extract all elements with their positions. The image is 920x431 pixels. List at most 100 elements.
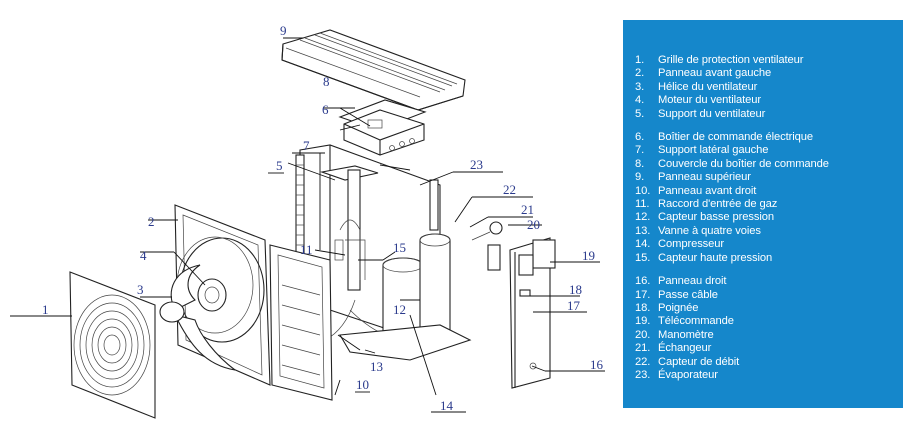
callout-7: 7	[303, 138, 310, 153]
legend-label: Passe câble	[658, 288, 718, 301]
callout-11: 11	[300, 242, 313, 257]
callout-12: 12	[393, 302, 406, 317]
legend-item: 6. Boîtier de commande électrique	[635, 131, 903, 144]
part-fan-grille	[69, 271, 156, 419]
legend-item: 2. Panneau avant gauche	[635, 67, 903, 80]
legend-item: 5. Support du ventilateur	[635, 108, 903, 121]
callout-16: 16	[590, 357, 604, 372]
legend-label: Boîtier de commande électrique	[658, 131, 813, 144]
legend-label: Manomètre	[658, 328, 714, 341]
legend-item: 16. Panneau droit	[635, 275, 903, 288]
legend-num: 3.	[635, 80, 645, 93]
legend-label: Couvercle du boîtier de commande	[658, 157, 829, 170]
legend-item: 8. Couvercle du boîtier de commande	[635, 158, 903, 171]
legend-num: 4.	[635, 94, 645, 107]
leader-lines	[10, 37, 605, 413]
callout-3: 3	[137, 282, 144, 297]
legend-label: Compresseur	[658, 238, 725, 251]
callout-5: 5	[276, 158, 283, 173]
callout-13: 13	[370, 359, 383, 374]
legend-item: 17. Passe câble	[635, 289, 903, 302]
legend-num: 16.	[635, 275, 651, 288]
legend-item: 10.Panneau avant droit	[635, 185, 903, 198]
legend-item: 19. Télécommande	[635, 315, 903, 328]
legend-item: 22. Capteur de débit	[635, 356, 903, 369]
legend-num: 5.	[635, 107, 645, 120]
legend-label: Support latéral gauche	[658, 144, 769, 157]
legend-num: 21.	[635, 342, 651, 355]
legend-num: 15.	[635, 251, 651, 264]
legend-item: 4. Moteur du ventilateur	[635, 94, 903, 107]
legend-num: 22.	[635, 355, 651, 368]
legend-group-side: 16. Panneau droit 17. Passe câble 18.Poign…	[635, 275, 903, 382]
legend-label: Télécommande	[658, 315, 734, 328]
legend-group-fan: 1. Grille de protection ventilateur 2. Pan…	[635, 54, 903, 121]
legend-num: 19.	[635, 315, 651, 328]
legend-num: 12.	[635, 211, 651, 224]
callout-21: 21	[521, 202, 534, 217]
part-fan	[159, 264, 236, 371]
legend-num: 10.	[635, 184, 651, 197]
legend-item: 20. Manomètre	[635, 329, 903, 342]
legend-label: Hélice du ventilateur	[658, 80, 758, 93]
callout-10: 10	[356, 377, 369, 392]
legend-label: Vanne à quatre voies	[658, 224, 761, 237]
legend-item: 1. Grille de protection ventilateur	[635, 54, 903, 67]
legend-group-body: 6. Boîtier de commande électrique 7. Suppo…	[635, 131, 903, 265]
legend-num: 6.	[635, 131, 645, 144]
callout-15: 15	[393, 240, 406, 255]
callout-22: 22	[503, 182, 516, 197]
callout-17: 17	[567, 298, 581, 313]
legend-item: 15. Capteur haute pression	[635, 252, 903, 265]
legend-label: Capteur haute pression	[658, 251, 773, 264]
callout-8: 8	[323, 74, 330, 89]
legend-label: Évaporateur	[658, 368, 718, 381]
parts-legend-panel: 1. Grille de protection ventilateur 2. Pan…	[623, 20, 903, 408]
legend-item: 18.Poignée	[635, 302, 903, 315]
legend-item: 3. Hélice du ventilateur	[635, 81, 903, 94]
callout-1: 1	[42, 302, 49, 317]
legend-num: 18.	[635, 301, 651, 314]
part-right-side-panel	[509, 237, 556, 389]
legend-num: 20.	[635, 328, 651, 341]
part-control-box	[343, 109, 425, 156]
legend-item: 9. Panneau supérieur	[635, 171, 903, 184]
legend-num: 2.	[635, 67, 645, 80]
callout-20: 20	[527, 217, 540, 232]
legend-label: Moteur du ventilateur	[658, 94, 761, 107]
legend-label: Support du ventilateur	[658, 107, 766, 120]
legend-label: Panneau droit	[658, 275, 727, 288]
callout-23: 23	[470, 157, 483, 172]
legend-label: Capteur de débit	[658, 355, 740, 368]
legend-num: 1.	[635, 54, 645, 66]
part-base	[339, 324, 472, 361]
legend-label: Raccord d'entrée de gaz	[658, 198, 778, 211]
callout-9: 9	[280, 23, 287, 38]
legend-item: 12. Capteur basse pression	[635, 211, 903, 224]
part-right-front-panel	[269, 244, 333, 401]
legend-num: 17.	[635, 288, 651, 301]
part-top-panel	[281, 29, 466, 111]
legend-num: 11.	[635, 198, 650, 211]
part-heat-exchanger-bracket	[471, 221, 503, 271]
legend-label: Panneau supérieur	[658, 171, 751, 184]
legend-item: 21. Échangeur	[635, 342, 903, 355]
legend-num: 8.	[635, 157, 645, 170]
legend-num: 14.	[635, 238, 651, 251]
legend-label: Capteur basse pression	[658, 211, 774, 224]
exploded-diagram: 1 2 3 4 5 6 7 8 9 10 11 12 13 14 15 16 1…	[10, 23, 605, 419]
legend-num: 9.	[635, 171, 645, 184]
legend-item: 11. Raccord d'entrée de gaz	[635, 198, 903, 211]
legend-num: 13.	[635, 224, 651, 237]
legend-num: 7.	[635, 144, 645, 157]
callout-4: 4	[140, 248, 147, 263]
callout-19: 19	[582, 248, 595, 263]
legend-label: Grille de protection ventilateur	[658, 54, 804, 66]
callout-6: 6	[322, 102, 329, 117]
legend-label: Échangeur	[658, 342, 712, 355]
legend-item: 14. Compresseur	[635, 238, 903, 251]
legend-item: 13. Vanne à quatre voies	[635, 225, 903, 238]
legend-label: Panneau avant gauche	[658, 67, 772, 80]
legend-item: 7. Support latéral gauche	[635, 144, 903, 157]
callout-2: 2	[148, 214, 155, 229]
